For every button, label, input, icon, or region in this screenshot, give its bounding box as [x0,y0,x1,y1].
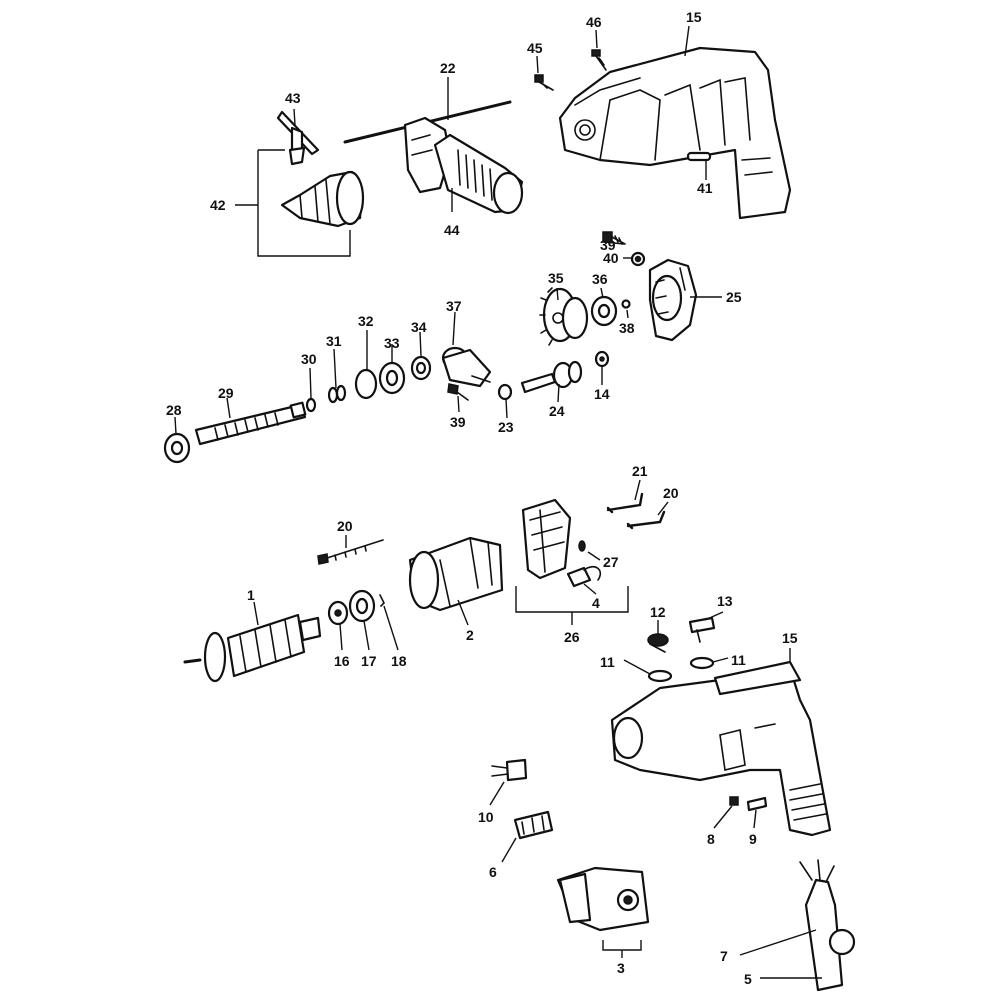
callout-39-mid: 39 [450,414,466,430]
housing-half-top-part-15 [558,46,792,220]
callout-39-top: 39 [600,237,616,253]
callout-43: 43 [285,90,301,106]
o-ring-part-11-right [689,656,715,670]
washers-part-31 [327,384,347,404]
side-handle-part-44 [403,116,524,215]
gear-housing-part-25 [648,258,698,342]
bearing-part-36 [590,295,618,327]
chuck-key-part-43 [276,110,320,166]
ring-part-34 [410,355,432,381]
spring-part-27 [578,540,586,552]
clip-part-9 [746,796,768,812]
callout-2: 2 [466,627,474,643]
screw-part-20-left [317,539,384,565]
knob-part-12 [647,633,669,653]
bearing-part-17 [348,589,376,623]
o-ring-part-11-left [647,669,673,683]
callout-7: 7 [720,948,728,964]
stator-part-2 [408,536,504,612]
knob-part-13 [688,616,716,643]
callout-25: 25 [726,289,742,305]
screw-part-8 [729,796,739,806]
screw-part-39-top [602,231,626,245]
callout-15-bottom: 15 [782,630,798,646]
bearing-part-28 [163,432,191,464]
callout-44: 44 [444,222,460,238]
callout-31: 31 [326,333,342,349]
callout-30: 30 [301,351,317,367]
callout-40: 40 [603,250,619,266]
callout-labels: 15 46 45 22 43 42 44 41 39 40 35 36 25 3… [166,9,798,987]
spindle-part-29 [194,401,307,446]
intermediate-shaft-part-24 [520,360,583,394]
screw-part-45 [534,74,554,91]
cord-guard-part-7 [799,859,856,992]
callout-22: 22 [440,60,456,76]
circlip-part-32 [354,368,378,400]
callout-5: 5 [744,971,752,987]
gear-part-35 [539,287,589,346]
callout-4: 4 [592,595,600,611]
pad-part-6 [513,810,554,840]
brush-holder-part-20-right [626,510,666,530]
callout-26: 26 [564,629,580,645]
callout-36: 36 [592,271,608,287]
callout-12: 12 [650,604,666,620]
washer-part-14 [594,350,610,368]
lever-part-37 [441,346,492,388]
callout-17: 17 [361,653,377,669]
ring-part-38 [621,299,631,309]
washer-part-23 [497,383,513,401]
screw-part-39-mid [447,383,469,401]
callout-9: 9 [749,831,757,847]
callout-13: 13 [717,593,733,609]
pin-part-41 [686,151,712,162]
callout-46: 46 [586,14,602,30]
callout-3: 3 [617,960,625,976]
armature-part-1 [183,613,322,683]
callout-16: 16 [334,653,350,669]
callout-21: 21 [632,463,648,479]
capacitor-part-10 [491,758,528,782]
callout-35: 35 [548,270,564,286]
callout-29: 29 [218,385,234,401]
leader-lines [174,25,822,979]
callout-45: 45 [527,40,543,56]
callout-10: 10 [478,809,494,825]
callout-27: 27 [603,554,619,570]
callout-32: 32 [358,313,374,329]
callout-28: 28 [166,402,182,418]
callout-1: 1 [247,587,255,603]
callout-11-right: 11 [731,652,746,668]
switch-assembly-part-26 [521,498,572,580]
switch-part-3 [556,866,650,932]
callout-41: 41 [697,180,713,196]
callout-15-top: 15 [686,9,702,25]
brush-part-4 [566,565,602,588]
callout-11-left: 11 [600,654,615,670]
screw-part-46 [591,49,607,71]
ring-part-30 [305,397,317,413]
callout-38: 38 [619,320,635,336]
callout-20-right: 20 [663,485,679,501]
nut-part-40 [630,251,646,267]
callout-20-left: 20 [337,518,353,534]
callout-33: 33 [384,335,400,351]
brush-holder-part-21 [606,492,644,514]
callout-24: 24 [549,403,565,419]
callout-34: 34 [411,319,427,335]
callout-42: 42 [210,197,226,213]
callout-8: 8 [707,831,715,847]
clip-part-18 [379,594,385,607]
callout-6: 6 [489,864,497,880]
callout-14: 14 [594,386,610,402]
bearing-part-16 [327,600,349,626]
housing-half-bottom-part-15 [610,660,832,837]
callout-18: 18 [391,653,407,669]
callout-23: 23 [498,419,514,435]
drill-chuck [280,170,365,228]
bearing-part-33 [378,361,406,395]
callout-37: 37 [446,298,462,314]
